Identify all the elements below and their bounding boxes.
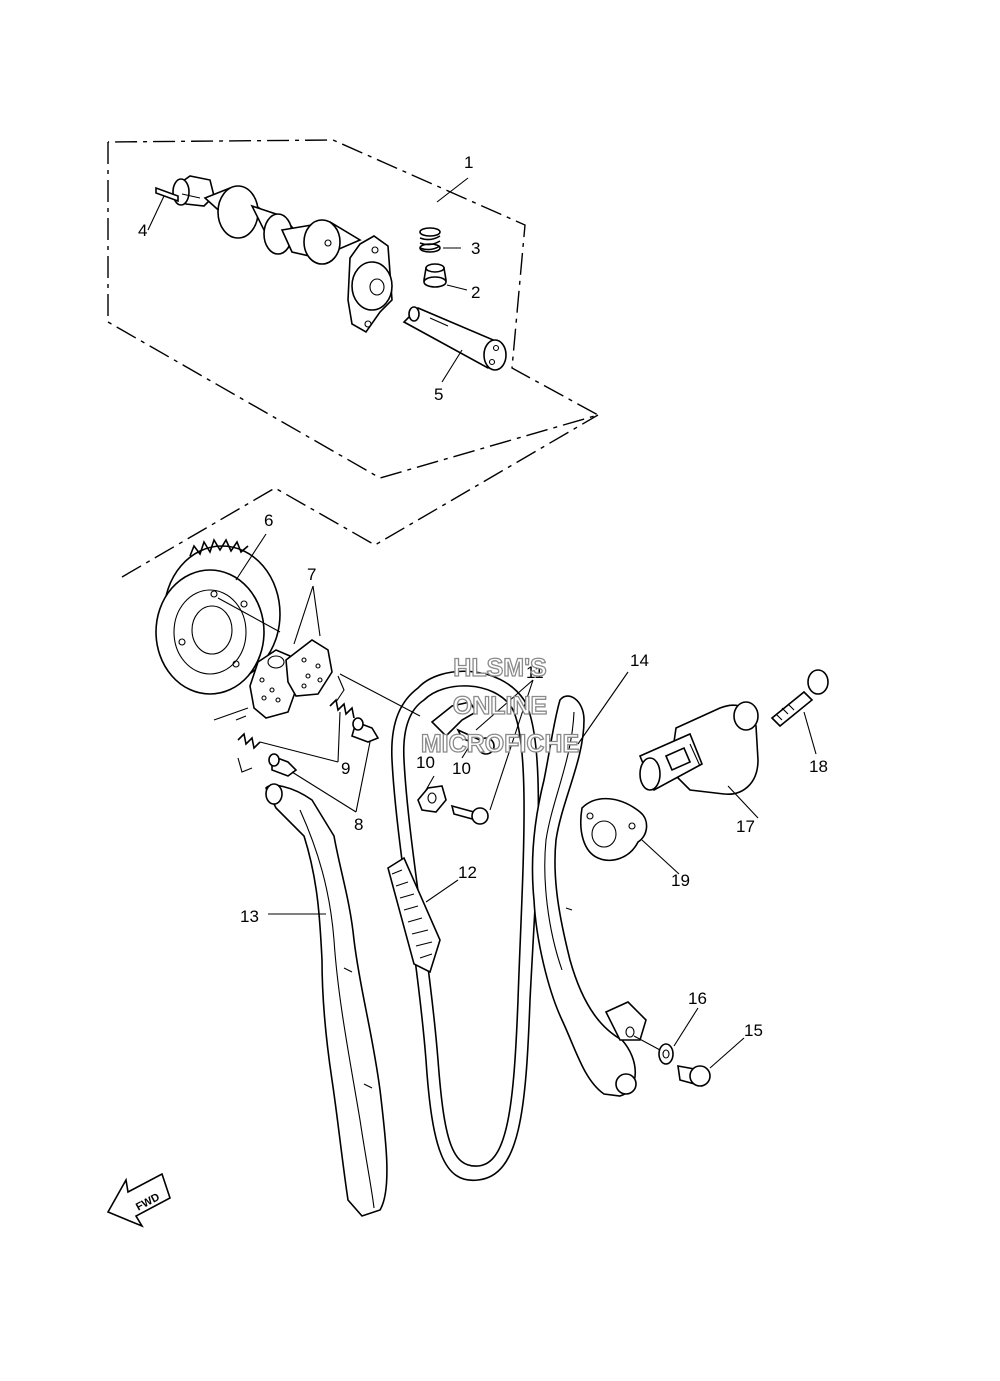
decompressor-bracket xyxy=(213,675,345,773)
callout-11: 11 xyxy=(526,663,544,682)
decompressor-weight-plate-b[interactable] xyxy=(285,639,333,697)
callout-14: 14 xyxy=(630,651,649,670)
callout-4: 4 xyxy=(138,221,147,240)
callout-12: 12 xyxy=(458,863,477,882)
watermark-line-3: MICROFICHE xyxy=(421,730,579,758)
chain-tensioner[interactable] xyxy=(638,701,759,795)
callout-10-lower: 10 xyxy=(416,753,435,772)
callout-13: 13 xyxy=(240,907,259,926)
callout-2: 2 xyxy=(471,283,480,302)
pivot-bolt[interactable] xyxy=(677,1065,711,1087)
callout-18: 18 xyxy=(809,757,828,776)
decompression-shaft[interactable] xyxy=(402,306,507,371)
watermark-line-2: ONLINE xyxy=(453,692,547,720)
tensioner-gasket[interactable] xyxy=(580,797,648,862)
spring-lower[interactable] xyxy=(237,732,261,750)
cam-sprocket[interactable] xyxy=(155,538,281,695)
camshaft[interactable] xyxy=(172,175,393,334)
watermark-line-1: HLSM'S xyxy=(453,654,546,682)
chain-section[interactable] xyxy=(387,856,441,974)
guide-bolt-lower[interactable] xyxy=(450,804,489,825)
washer[interactable] xyxy=(658,1043,674,1065)
tensioner-bolt[interactable] xyxy=(770,669,829,728)
camshaft-assembly-boundary xyxy=(107,139,600,479)
callout-9: 9 xyxy=(341,759,350,778)
callout-10-upper: 10 xyxy=(452,759,471,778)
callout-1: 1 xyxy=(464,153,473,172)
callout-7: 7 xyxy=(307,565,316,584)
decompression-pin[interactable] xyxy=(423,263,447,288)
callout-3: 3 xyxy=(471,239,480,258)
callout-6: 6 xyxy=(264,511,273,530)
chain-guide-upper[interactable] xyxy=(430,701,478,738)
leader-lines xyxy=(147,177,817,1069)
callout-17: 17 xyxy=(736,817,755,836)
pin-lower[interactable] xyxy=(268,753,298,777)
spring-upper[interactable] xyxy=(329,698,355,719)
chain-guide-exhaust[interactable] xyxy=(265,783,388,1217)
arrow-icon xyxy=(106,1172,171,1228)
callout-15: 15 xyxy=(744,1021,763,1040)
dowel-pin[interactable] xyxy=(155,186,201,203)
callout-labels: 1 3 2 4 5 6 7 9 8 10 10 11 12 13 14 17 1… xyxy=(138,153,828,1040)
callout-5: 5 xyxy=(434,385,443,404)
decompression-spring[interactable] xyxy=(419,227,441,253)
forward-direction-arrow: FWD xyxy=(106,1172,171,1228)
sprocket-assembly-boundary xyxy=(121,414,599,578)
chain-guide-lower[interactable] xyxy=(417,785,447,813)
chain-tensioner-guide[interactable] xyxy=(531,695,647,1097)
watermark: HLSM'S ONLINE MICROFICHE xyxy=(420,653,580,758)
callout-8: 8 xyxy=(354,815,363,834)
guide-bolt-upper[interactable] xyxy=(456,728,495,755)
callout-19: 19 xyxy=(671,871,690,890)
timing-chain[interactable] xyxy=(391,670,540,1182)
pin-upper[interactable] xyxy=(351,717,380,743)
callout-16: 16 xyxy=(688,989,707,1008)
